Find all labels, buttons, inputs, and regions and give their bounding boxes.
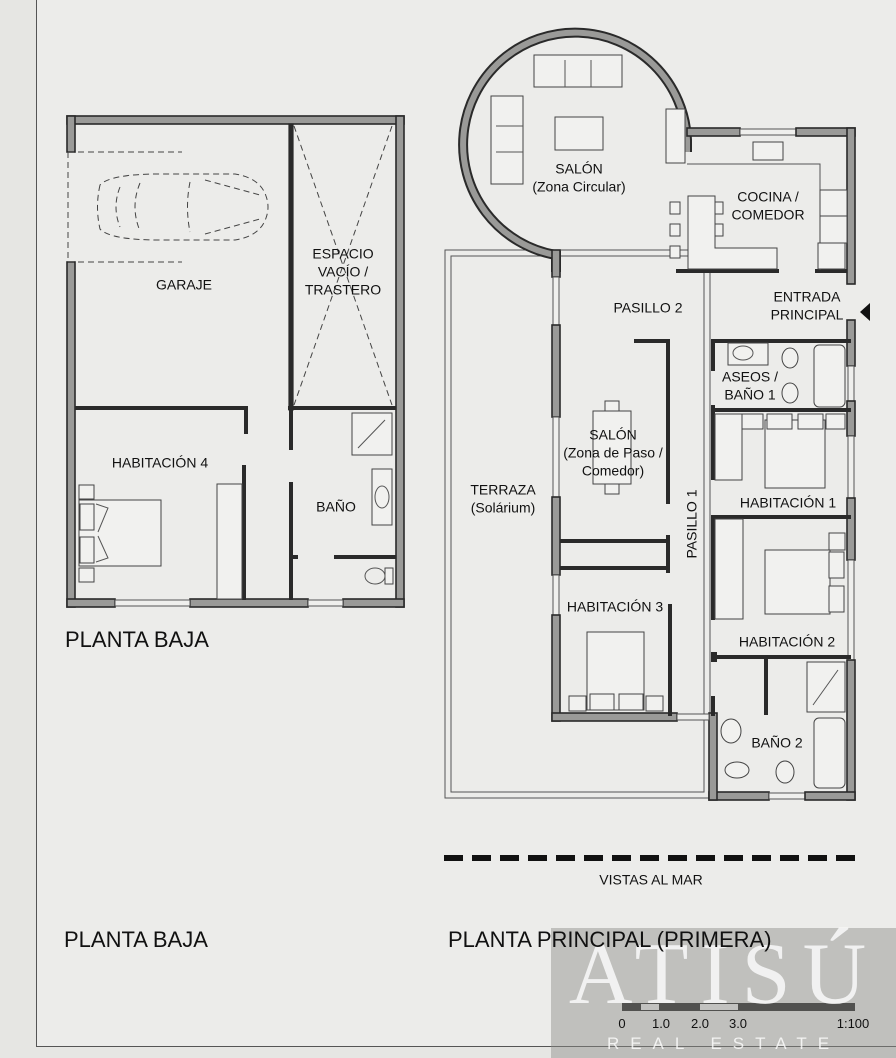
wall bbox=[66, 115, 76, 153]
planta-baja-title: PLANTA BAJA bbox=[65, 627, 209, 652]
room-label-pasillo-1: PASILLO 1 bbox=[683, 489, 700, 559]
sink-icon bbox=[371, 468, 393, 526]
window bbox=[114, 599, 191, 607]
room-label-salon-circular-2: (Zona Circular) bbox=[532, 178, 626, 195]
watermark-logo: ATISÚ bbox=[568, 926, 879, 1023]
scale-tick-1: 1.0 bbox=[651, 1016, 671, 1031]
room-label-terraza-2: (Solárium) bbox=[470, 499, 536, 516]
planta-baja-title-bottom: PLANTA BAJA bbox=[64, 927, 208, 952]
window bbox=[307, 599, 344, 607]
sea-view-label: VISTAS AL MAR bbox=[599, 871, 703, 888]
wall bbox=[66, 261, 76, 608]
kitchen-sink-icon bbox=[752, 141, 784, 161]
sofa-icon bbox=[490, 95, 524, 185]
room-label-aseos-1: ASEOS / bbox=[721, 368, 779, 385]
entrance-arrow-icon bbox=[860, 303, 870, 321]
room-label-habitacion-4: HABITACIÓN 4 bbox=[111, 454, 209, 471]
toilet-icon bbox=[775, 760, 795, 784]
room-label-entrada-2: PRINCIPAL bbox=[770, 306, 844, 323]
room-label-salon-circular-1: SALÓN bbox=[555, 160, 603, 177]
watermark-subtitle: REAL ESTATE bbox=[606, 1034, 841, 1053]
room-label-trastero-3: TRASTERO bbox=[304, 281, 382, 298]
tv-unit bbox=[665, 108, 686, 164]
scale-tick-0: 0 bbox=[618, 1016, 626, 1031]
watermark: ATISÚ REAL ESTATE bbox=[551, 928, 896, 1058]
scale-ratio: 1:100 bbox=[836, 1016, 870, 1031]
toilet-icon bbox=[724, 761, 750, 779]
room-label-entrada-1: ENTRADA bbox=[773, 288, 841, 305]
planta-principal-plan bbox=[444, 27, 870, 801]
room-label-pasillo-2: PASILLO 2 bbox=[613, 299, 683, 316]
room-label-habitacion-2: HABITACIÓN 2 bbox=[738, 633, 836, 650]
wall bbox=[66, 598, 116, 608]
bathtub-icon bbox=[813, 344, 846, 408]
wall bbox=[189, 598, 309, 608]
room-label-trastero-1: ESPACIO bbox=[312, 245, 374, 262]
kitchen-island bbox=[687, 195, 778, 270]
wall bbox=[66, 115, 405, 125]
planta-principal-title: PLANTA PRINCIPAL (PRIMERA) bbox=[448, 927, 772, 952]
bed-icon bbox=[764, 549, 831, 615]
wall bbox=[342, 598, 405, 608]
toilet-icon bbox=[364, 567, 394, 585]
car-icon bbox=[97, 173, 269, 241]
room-label-salon-paso-1: SALÓN bbox=[589, 426, 637, 443]
room-label-salon-paso-2: (Zona de Paso / bbox=[563, 444, 663, 461]
room-label-habitacion-3: HABITACIÓN 3 bbox=[566, 598, 664, 615]
room-label-habitacion-1: HABITACIÓN 1 bbox=[739, 494, 837, 511]
room-label-aseos-2: BAÑO 1 bbox=[724, 386, 776, 403]
wardrobe bbox=[216, 483, 243, 600]
room-label-cocina-2: COMEDOR bbox=[731, 206, 805, 223]
bed-icon bbox=[764, 419, 826, 489]
dining-table-icon bbox=[592, 400, 632, 495]
scale-tick-2: 2.0 bbox=[690, 1016, 710, 1031]
bed-icon bbox=[78, 484, 162, 583]
room-label-bano: BAÑO bbox=[316, 498, 356, 515]
room-label-salon-paso-3: Comedor) bbox=[581, 462, 645, 479]
room-label-terraza-1: TERRAZA bbox=[470, 481, 536, 498]
shower-icon bbox=[351, 412, 393, 456]
sink-icon bbox=[720, 718, 742, 744]
room-label-trastero-2: VACÍO / bbox=[317, 263, 369, 280]
coffee-table bbox=[554, 116, 604, 151]
room-label-garaje: GARAJE bbox=[155, 276, 213, 293]
wall bbox=[395, 115, 405, 608]
scale-bar bbox=[622, 1003, 855, 1011]
bathtub-icon bbox=[813, 717, 846, 789]
planta-baja-plan bbox=[66, 115, 405, 608]
room-label-cocina-1: COCINA / bbox=[737, 188, 799, 205]
sofa-icon bbox=[533, 54, 623, 88]
scale-tick-3: 3.0 bbox=[728, 1016, 748, 1031]
room-label-bano-2: BAÑO 2 bbox=[751, 734, 803, 751]
